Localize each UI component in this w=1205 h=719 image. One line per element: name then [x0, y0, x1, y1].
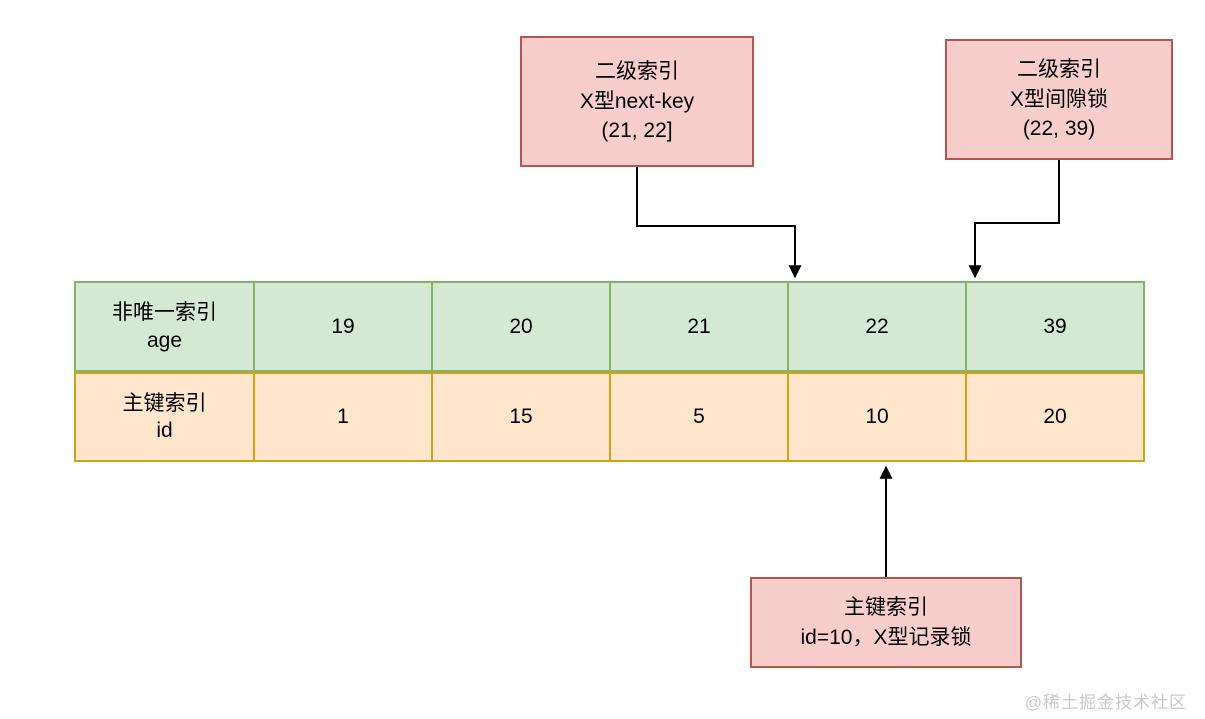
row-header-line: id [156, 419, 173, 442]
table-row-age: 非唯一索引 age 19 20 21 22 39 [74, 281, 1155, 372]
row-header-age: 非唯一索引 age [74, 281, 255, 372]
callout-secondary-gap-lock: 二级索引 X型间隙锁 (22, 39) [945, 39, 1173, 160]
callout-line: 二级索引 [1017, 57, 1101, 81]
id-cell: 1 [253, 372, 433, 462]
connector-next-key-arrow [636, 167, 802, 279]
watermark-text: @稀土掘金技术社区 [1024, 693, 1187, 712]
id-cell: 5 [609, 372, 789, 462]
connector-gap-lock-arrow [968, 160, 1060, 279]
age-cell: 19 [253, 281, 433, 372]
callout-line: (21, 22] [601, 119, 673, 143]
index-lock-table: 非唯一索引 age 19 20 21 22 39 主键索引 id 1 15 5 … [74, 281, 1155, 462]
callout-secondary-next-key-lock: 二级索引 X型next-key (21, 22] [520, 36, 754, 167]
age-cell: 21 [609, 281, 789, 372]
callout-line: (22, 39) [1022, 117, 1096, 141]
callout-line: X型next-key [579, 89, 695, 113]
row-header-line: age [146, 328, 183, 352]
row-header-line: 非唯一索引 [112, 301, 217, 325]
age-cell: 22 [787, 281, 967, 372]
row-header-id: 主键索引 id [74, 372, 255, 462]
row-header-line: 主键索引 [122, 391, 207, 415]
id-cell: 10 [787, 372, 967, 462]
id-cell: 20 [965, 372, 1145, 462]
callout-line: 二级索引 [595, 59, 679, 83]
age-cell: 20 [431, 281, 611, 372]
callout-line: 主键索引 [844, 595, 928, 619]
callout-line: X型间隙锁 [1009, 87, 1108, 111]
age-cell: 39 [965, 281, 1145, 372]
id-cell: 15 [431, 372, 611, 462]
callout-primary-record-lock: 主键索引 id=10，X型记录锁 [750, 577, 1022, 668]
table-row-id: 主键索引 id 1 15 5 10 20 [74, 372, 1155, 462]
callout-line: id=10，X型记录锁 [800, 625, 972, 649]
